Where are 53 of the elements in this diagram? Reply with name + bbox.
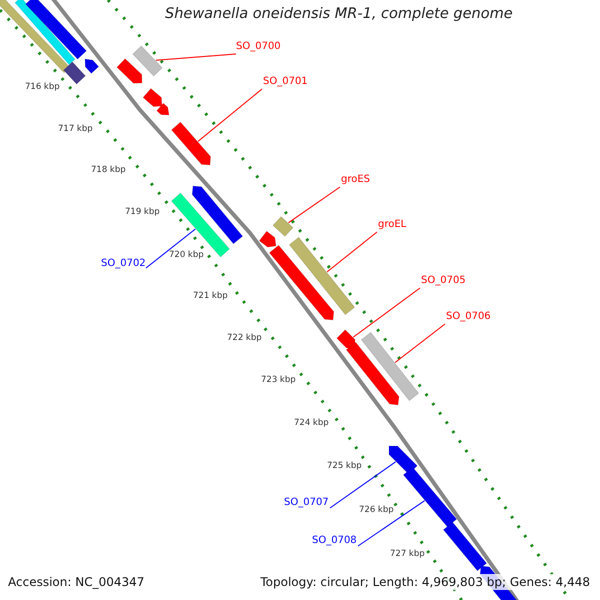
gene-label: SO_0700 xyxy=(236,41,281,52)
gene-feature xyxy=(171,122,211,166)
gene-feature xyxy=(132,45,163,77)
gene-feature xyxy=(442,522,488,572)
gene-label: groEL xyxy=(378,219,406,230)
map-title: Shewanella oneidensis MR-1, complete genome xyxy=(165,6,513,22)
gene-feature xyxy=(14,0,76,66)
gene-feature xyxy=(402,466,458,528)
gene-feature xyxy=(346,342,400,406)
gene-feature xyxy=(268,244,334,320)
gene-feature xyxy=(388,446,418,475)
leader-line xyxy=(358,500,426,546)
gene-feature xyxy=(192,186,244,244)
leader-line xyxy=(326,232,378,272)
gene-label: SO_0706 xyxy=(446,311,491,322)
leader-line xyxy=(146,228,196,268)
leader-line xyxy=(394,324,446,363)
position-label: 717 kbp xyxy=(58,124,93,134)
position-label: 724 kbp xyxy=(294,418,329,428)
accession-text: Accession: NC_004347 xyxy=(7,574,146,590)
position-label: 720 kbp xyxy=(169,250,204,260)
leader-line xyxy=(352,288,420,338)
gene-feature xyxy=(25,0,87,60)
position-label: 719 kbp xyxy=(125,207,160,217)
gene-label: SO_0701 xyxy=(263,76,308,87)
gene-feature xyxy=(272,216,294,237)
position-label: 722 kbp xyxy=(227,333,262,343)
gene-label: SO_0702 xyxy=(101,258,146,269)
leader-line xyxy=(198,88,262,142)
position-label: 727 kbp xyxy=(390,549,425,559)
genome-summary-text: Topology: circular; Length: 4,969,803 bp; Genes: 4,448 xyxy=(258,574,592,590)
gene-feature xyxy=(258,230,276,248)
gene-label: SO_0708 xyxy=(312,535,357,546)
leader-line xyxy=(330,461,396,508)
gene-feature xyxy=(0,0,70,74)
gene-feature xyxy=(116,58,142,84)
position-label: 723 kbp xyxy=(261,375,296,385)
gene-feature xyxy=(360,332,420,402)
position-label: 716 kbp xyxy=(25,82,60,92)
gene-feature xyxy=(142,88,162,107)
leader-line xyxy=(288,186,340,224)
leader-line xyxy=(155,54,236,61)
gene-feature xyxy=(63,61,86,85)
gene-feature xyxy=(171,192,230,258)
gene-label: SO_0705 xyxy=(421,275,466,286)
gene-label: SO_0707 xyxy=(284,497,329,508)
position-label: 726 kbp xyxy=(359,505,394,515)
gene-label: groES xyxy=(341,174,370,185)
gene-feature xyxy=(288,236,356,316)
position-label: 721 kbp xyxy=(193,291,228,301)
position-label: 718 kbp xyxy=(91,165,126,175)
position-label: 725 kbp xyxy=(327,461,362,471)
gene-feature xyxy=(156,102,170,116)
